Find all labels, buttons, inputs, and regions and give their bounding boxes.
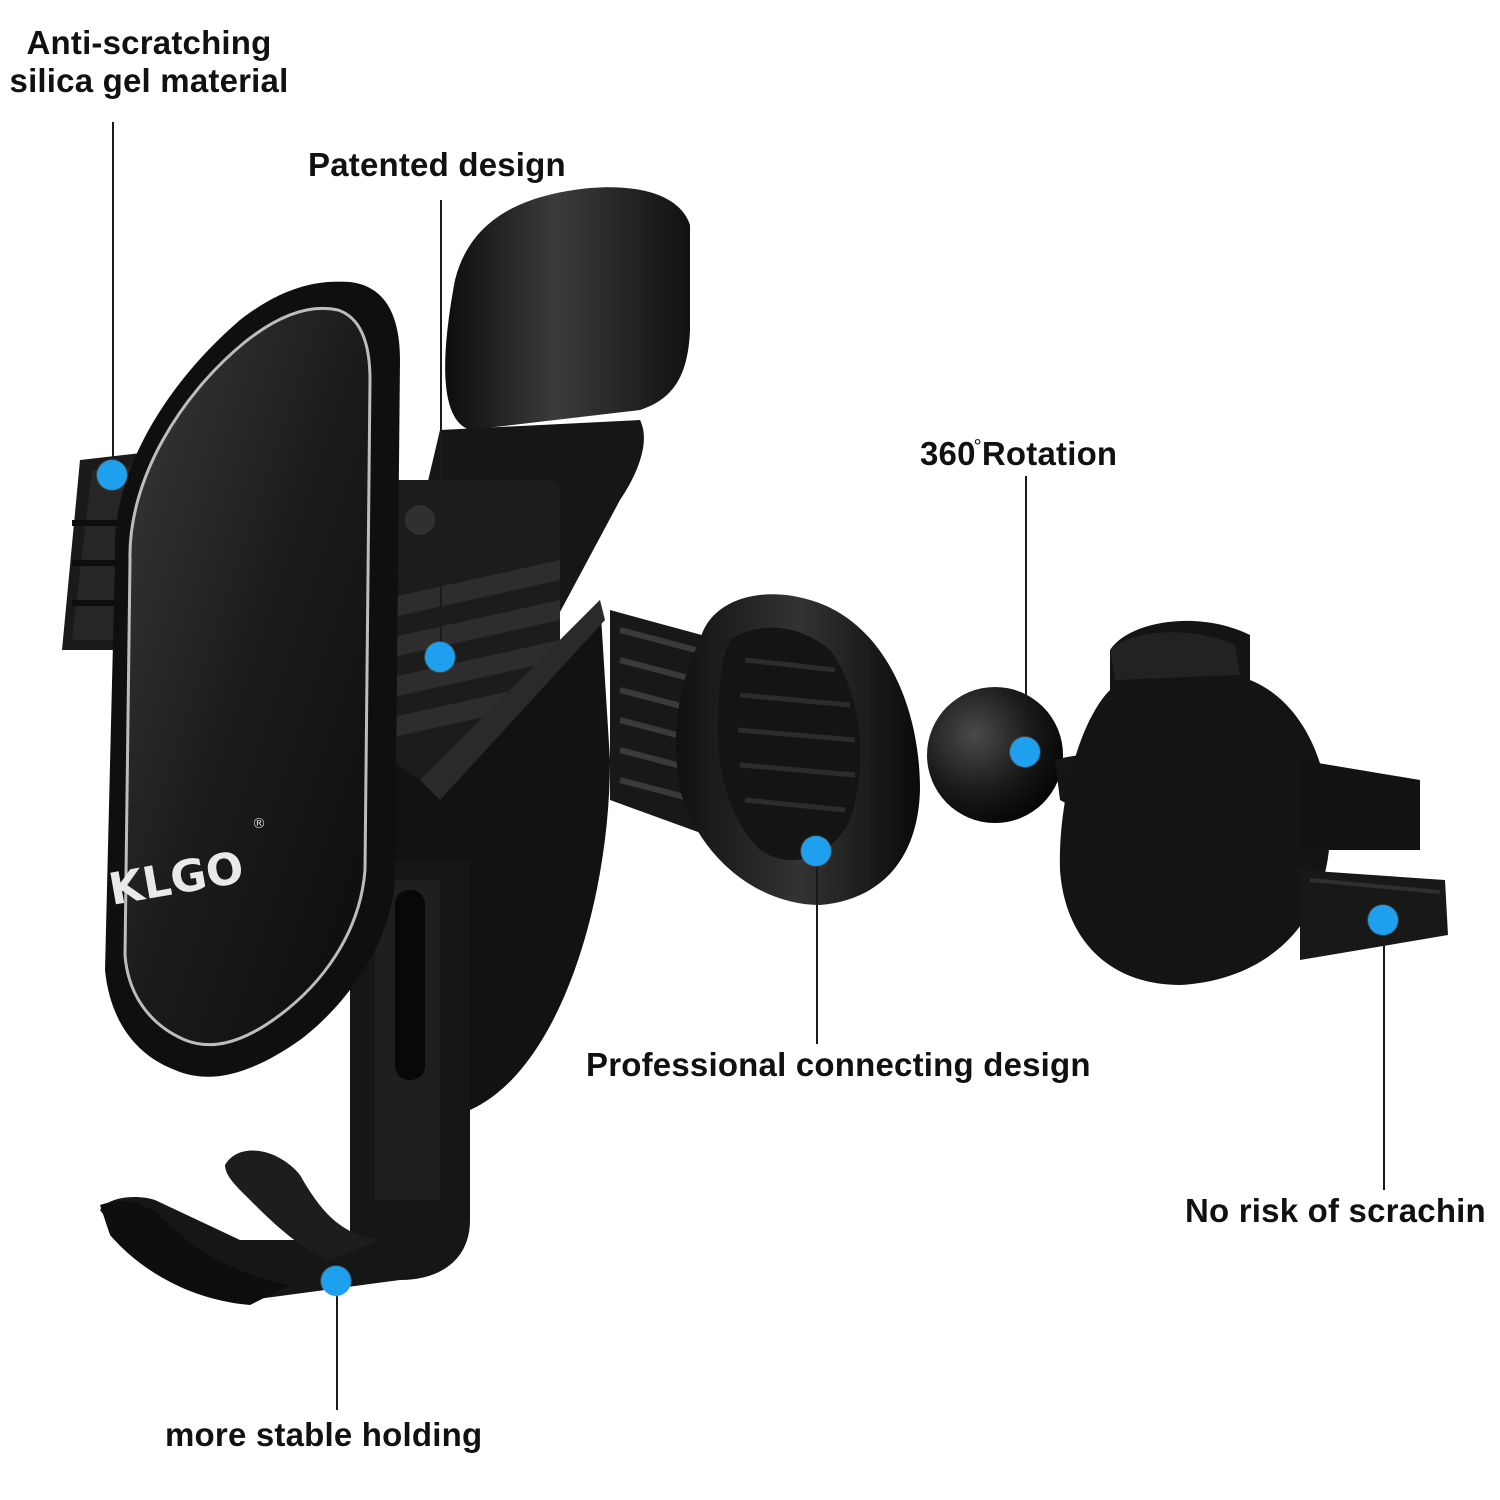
- label-no-risk: No risk of scrachin: [1185, 1192, 1486, 1230]
- highlight-dot-rotation: [1010, 737, 1040, 767]
- highlight-dot-holding: [321, 1266, 351, 1296]
- registered-mark: ®: [252, 816, 266, 832]
- label-360-number: 360: [920, 435, 976, 472]
- label-professional-connecting-text: Professional connecting design: [586, 1046, 1091, 1083]
- locking-nut: [676, 594, 920, 905]
- leader-line-connecting: [816, 862, 818, 1044]
- highlight-dot-connecting: [801, 836, 831, 866]
- label-patented-design: Patented design: [308, 146, 566, 184]
- label-stable-holding-text: more stable holding: [165, 1416, 483, 1453]
- label-stable-holding: more stable holding: [165, 1416, 482, 1454]
- front-plate: [105, 281, 400, 1077]
- label-anti-scratching-line1: Anti-scratching: [26, 24, 272, 61]
- support-leg: [100, 860, 470, 1305]
- leader-line-rotation: [1025, 476, 1027, 746]
- label-no-risk-text: No risk of scrachin: [1185, 1192, 1486, 1229]
- label-patented-design-text: Patented design: [308, 146, 566, 183]
- label-360-suffix: Rotation: [981, 435, 1118, 472]
- leader-line-holding: [336, 1290, 338, 1410]
- label-360-degree: °: [973, 436, 982, 458]
- highlight-dot-patented: [425, 642, 455, 672]
- label-professional-connecting: Professional connecting design: [586, 1046, 1091, 1084]
- highlight-dot-silica: [97, 460, 127, 490]
- label-anti-scratching: Anti-scratching silica gel material: [4, 24, 294, 100]
- label-360-rotation: 360°Rotation: [920, 428, 1117, 473]
- highlight-dot-scratching: [1368, 905, 1398, 935]
- leader-line-silica: [112, 122, 114, 467]
- leader-line-scratching: [1383, 928, 1385, 1190]
- label-anti-scratching-line2: silica gel material: [9, 62, 289, 99]
- leader-line-patented: [440, 200, 442, 650]
